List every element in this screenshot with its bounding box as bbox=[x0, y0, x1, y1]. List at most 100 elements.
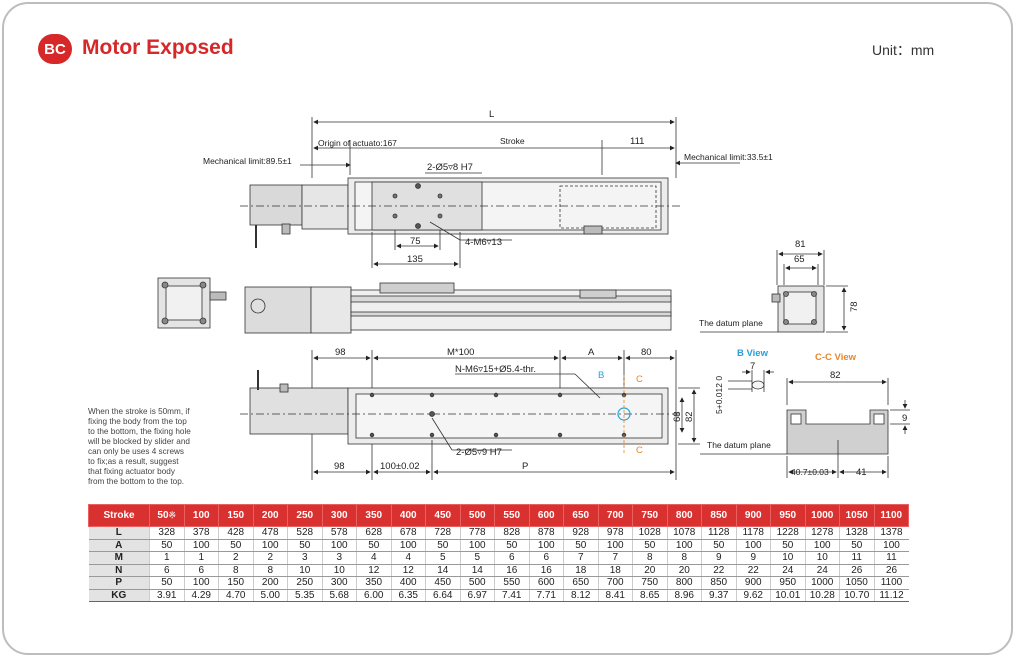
table-cell: 50 bbox=[494, 539, 529, 552]
table-cell: 700 bbox=[597, 576, 633, 590]
table-cell: 7.71 bbox=[528, 589, 564, 602]
table-cell: 5.35 bbox=[287, 589, 322, 602]
cc-view-labels: C-C View 82 9 The datum plane 40.7±0.03 … bbox=[707, 352, 907, 478]
table-cell: 3 bbox=[287, 551, 322, 565]
table-cell: 10 bbox=[321, 564, 357, 577]
table-cell: 10 bbox=[287, 564, 322, 577]
stroke-header: Stroke bbox=[88, 504, 150, 527]
table-cell: 250 bbox=[287, 576, 322, 590]
table-cell: 10 bbox=[804, 551, 840, 565]
dim-5: 5+0.012 0 bbox=[714, 376, 724, 414]
end-view bbox=[700, 250, 848, 333]
table-cell: 100 bbox=[321, 539, 357, 552]
table-cell: 528 bbox=[287, 526, 322, 540]
stroke-col-header: 700 bbox=[597, 504, 633, 527]
m6-holes-label: 4-M6▿13 bbox=[465, 237, 502, 248]
table-cell: 26 bbox=[839, 564, 874, 577]
table-cell: 728 bbox=[425, 526, 460, 540]
table-cell: 100 bbox=[183, 576, 219, 590]
table-cell: 10 bbox=[770, 551, 805, 565]
table-cell: 9 bbox=[701, 551, 736, 565]
dim-40-7: 40.7±0.03 bbox=[791, 467, 829, 477]
table-cell: 828 bbox=[494, 526, 529, 540]
table-cell: 50 bbox=[425, 539, 460, 552]
origin-label: Origin of actuato:167 bbox=[318, 138, 397, 148]
dim-A: A bbox=[588, 347, 595, 358]
table-cell: 100 bbox=[804, 539, 840, 552]
table-cell: 6.35 bbox=[390, 589, 426, 602]
table-cell: 6.97 bbox=[459, 589, 495, 602]
table-cell: 100 bbox=[735, 539, 771, 552]
table-cell: 4.70 bbox=[218, 589, 253, 602]
table-cell: 878 bbox=[528, 526, 564, 540]
table-cell: 2 bbox=[252, 551, 288, 565]
table-cell: 628 bbox=[356, 526, 391, 540]
table-cell: 478 bbox=[252, 526, 288, 540]
pin-hole-bottom-label: 2-Ø5▿9 H7 bbox=[456, 447, 502, 458]
dim-135: 135 bbox=[407, 254, 423, 265]
row-label: P bbox=[88, 576, 150, 590]
dim-9: 9 bbox=[902, 413, 907, 424]
table-cell: 50 bbox=[839, 539, 874, 552]
table-cell: 8 bbox=[218, 564, 253, 577]
stroke-col-header: 1050 bbox=[839, 504, 875, 527]
table-cell: 8.96 bbox=[666, 589, 702, 602]
page-title: Motor Exposed bbox=[82, 36, 234, 59]
table-cell: 1128 bbox=[701, 526, 736, 540]
table-cell: 11 bbox=[873, 551, 909, 565]
stroke-col-header: 200 bbox=[252, 504, 288, 527]
table-cell: 50 bbox=[770, 539, 805, 552]
table-cell: 6 bbox=[494, 551, 529, 565]
stroke-col-header: 500 bbox=[459, 504, 495, 527]
table-cell: 1000 bbox=[804, 576, 840, 590]
dim-82-bottom: 82 bbox=[684, 411, 695, 422]
table-cell: 5 bbox=[459, 551, 495, 565]
dim-80: 80 bbox=[641, 347, 652, 358]
table-cell: 9 bbox=[735, 551, 771, 565]
row-label: KG bbox=[88, 589, 150, 602]
table-cell: 14 bbox=[425, 564, 460, 577]
table-cell: 9.37 bbox=[701, 589, 736, 602]
table-cell: 6.00 bbox=[356, 589, 391, 602]
table-cell: 4 bbox=[356, 551, 391, 565]
stroke-col-header: 250 bbox=[287, 504, 323, 527]
table-cell: 8.65 bbox=[632, 589, 667, 602]
b-marker: B bbox=[598, 370, 604, 381]
table-cell: 50 bbox=[149, 539, 184, 552]
footnote-star: ※ bbox=[168, 510, 177, 520]
table-cell: 4 bbox=[390, 551, 426, 565]
table-cell: 600 bbox=[528, 576, 564, 590]
mech-limit-right: Mechanical limit:33.5±1 bbox=[684, 152, 773, 162]
row-label: A bbox=[88, 539, 150, 552]
table-cell: 378 bbox=[183, 526, 219, 540]
table-cell: 450 bbox=[425, 576, 460, 590]
table-cell: 1028 bbox=[632, 526, 667, 540]
table-cell: 22 bbox=[701, 564, 736, 577]
table-cell: 5.00 bbox=[252, 589, 288, 602]
table-cell: 900 bbox=[735, 576, 771, 590]
table-cell: 50 bbox=[356, 539, 391, 552]
table-cell: 350 bbox=[356, 576, 391, 590]
table-cell: 18 bbox=[563, 564, 598, 577]
stroke-col-header: 300 bbox=[321, 504, 357, 527]
stroke-col-header: 900 bbox=[735, 504, 771, 527]
table-cell: 1228 bbox=[770, 526, 805, 540]
stroke-col-header: 850 bbox=[701, 504, 737, 527]
b-view-labels: B View 7 5+0.012 0 bbox=[714, 348, 769, 414]
mech-limit-left: Mechanical limit:89.5±1 bbox=[203, 156, 292, 166]
dim-82-cc: 82 bbox=[830, 370, 841, 381]
cc-view-title: C-C View bbox=[815, 352, 857, 363]
table-cell: 928 bbox=[563, 526, 598, 540]
table-cell: 6.64 bbox=[425, 589, 460, 602]
pin-hole-label: 2-Ø5▿8 H7 bbox=[427, 162, 473, 173]
table-cell: 300 bbox=[321, 576, 357, 590]
table-cell: 5.68 bbox=[321, 589, 357, 602]
table-cell: 100 bbox=[597, 539, 633, 552]
table-cell: 6 bbox=[183, 564, 219, 577]
dim-m100: M*100 bbox=[447, 347, 474, 358]
table-cell: 1078 bbox=[666, 526, 702, 540]
table-cell: 3.91 bbox=[149, 589, 184, 602]
